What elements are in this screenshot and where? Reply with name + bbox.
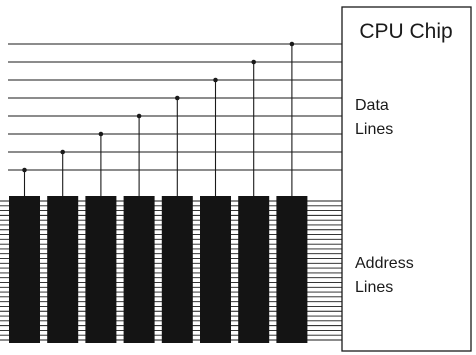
- cpu-chip-box: [341, 6, 472, 352]
- junction-dot: [289, 41, 295, 47]
- junction-dot: [22, 167, 27, 173]
- bus-lines-group: [0, 41, 342, 343]
- memory-chip: [123, 196, 155, 343]
- cpu-chip-label: CPU Chip: [359, 20, 452, 43]
- memory-chip: [161, 196, 193, 343]
- memory-chip: [200, 196, 231, 343]
- junction-dot: [136, 113, 142, 119]
- junction-dot: [175, 95, 180, 101]
- junction-dot: [251, 59, 256, 65]
- data-lines-label-line1: Data: [355, 97, 389, 114]
- memory-chip: [47, 196, 79, 343]
- junction-dot: [98, 131, 104, 137]
- data-lines-label-line2: Lines: [355, 121, 393, 138]
- memory-chip: [9, 196, 40, 343]
- memory-chip: [85, 196, 117, 343]
- address-lines-label-line2: Lines: [355, 279, 393, 296]
- junction-dot: [60, 149, 65, 155]
- memory-chip: [238, 196, 270, 343]
- junction-dot: [213, 77, 218, 83]
- address-lines-label-line1: Address: [355, 255, 414, 272]
- memory-chip: [276, 196, 308, 343]
